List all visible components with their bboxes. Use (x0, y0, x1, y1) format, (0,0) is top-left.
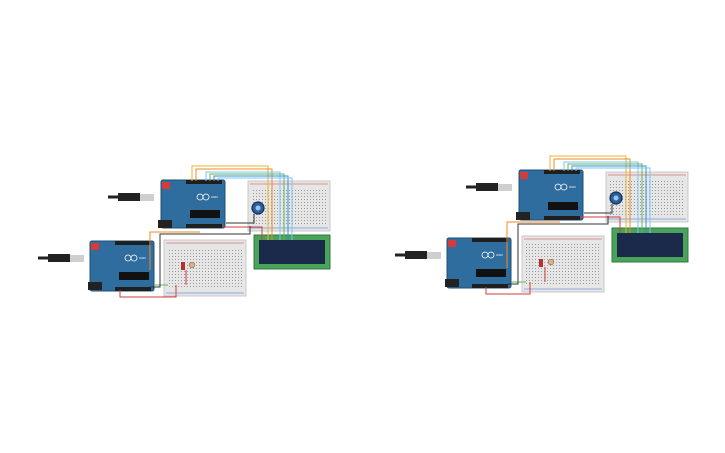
uno-label: UNO (139, 256, 146, 260)
arduino-uno-bottom-left[interactable]: UNO (88, 240, 155, 292)
wires-bottom-left (119, 226, 251, 298)
left-circuit: UNO UNO (38, 165, 331, 298)
led-right (539, 259, 543, 267)
usb-cable-top-left[interactable] (108, 193, 154, 201)
arduino-uno-top-right[interactable]: UNO (516, 169, 584, 221)
breadboard-top-left[interactable] (247, 180, 331, 232)
resistor-left (188, 261, 196, 269)
led-left (181, 262, 185, 270)
usb-cable-bottom-left[interactable] (38, 254, 84, 262)
uno-label: UNO (496, 253, 503, 257)
lcd-16x2-right (611, 227, 689, 263)
uno-label: UNO (211, 195, 218, 199)
potentiometer-right[interactable] (609, 191, 623, 205)
wires-bottom-right (485, 216, 609, 295)
breadboard-bottom-right[interactable] (521, 235, 605, 293)
arduino-uno-bottom-right[interactable]: UNO (445, 237, 512, 289)
wires-lcd-left (191, 165, 293, 240)
breadboard-top-right[interactable] (605, 171, 689, 223)
arduino-uno-top-left[interactable]: UNO (158, 179, 226, 229)
wires-lcd-right (549, 155, 651, 233)
resistor-right (547, 258, 555, 266)
usb-cable-bottom-right[interactable] (395, 251, 441, 259)
breadboard-bottom-left[interactable] (163, 239, 247, 297)
right-circuit: UNO UNO (395, 155, 689, 295)
usb-cable-top-right[interactable] (466, 183, 512, 191)
lcd-16x2-left (253, 234, 331, 270)
uno-label: UNO (569, 185, 576, 189)
potentiometer-left[interactable] (251, 201, 265, 215)
